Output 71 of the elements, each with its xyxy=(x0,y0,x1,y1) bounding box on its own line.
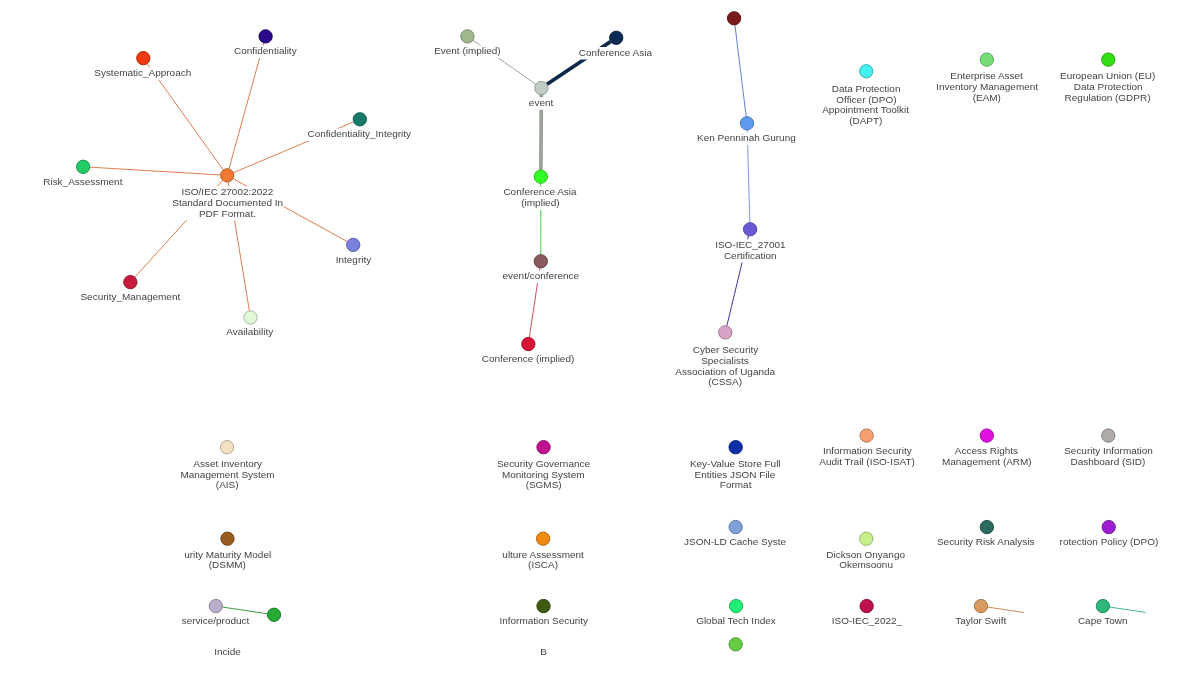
connector xyxy=(733,24,747,118)
node-circle xyxy=(122,274,137,290)
node-circle xyxy=(208,598,223,614)
node-label: Enterprise Asset Inventory Management (EAM) xyxy=(935,70,1038,103)
node-circle xyxy=(242,310,258,325)
node-circle xyxy=(858,64,873,79)
node-circle xyxy=(728,440,743,455)
node-text: Systematic_Approach xyxy=(93,67,191,79)
node-text: Confidentiality xyxy=(233,45,297,57)
node-label: Security Governance Monitoring System (SGMS) xyxy=(496,457,590,491)
node-label: ISO-IEC_2022_ xyxy=(831,615,902,627)
node-circle xyxy=(859,428,874,443)
connector xyxy=(146,63,224,171)
node-label: service/product xyxy=(181,615,249,627)
node-circle xyxy=(535,598,551,614)
node-circle xyxy=(535,440,551,455)
node-circle xyxy=(728,519,743,535)
node-label: Dickson Onyango Okemsoonu xyxy=(825,548,905,571)
connector xyxy=(228,42,264,170)
node-label: JSON-LD Cache Syste xyxy=(683,536,786,548)
node-label: urity Maturity Model (DSMM) xyxy=(183,548,271,571)
node-circle xyxy=(717,325,732,340)
node-label: Integrity xyxy=(335,253,371,265)
node-label: Cyber Security Specialists Association of Uganda (CSSA) xyxy=(674,343,775,388)
node-circle xyxy=(1100,52,1115,67)
node-label: rotection Policy (DPO) xyxy=(1059,536,1158,548)
node-label: Global Tech Index xyxy=(695,615,776,627)
node-circle xyxy=(979,52,994,67)
node-label: Data Protection Officer (DPO) Appointment Toolkit (DAPT) xyxy=(821,82,909,127)
node-label: Cape Town xyxy=(1077,615,1128,627)
node-label: Information Security Audit Trail (ISO-ISAT) xyxy=(818,445,915,468)
node-circle xyxy=(728,637,743,652)
node-circle xyxy=(75,159,90,174)
node-label: Security Information Dashboard (SID) xyxy=(1063,445,1153,468)
connector xyxy=(986,606,1024,613)
node-circle xyxy=(726,11,741,26)
connector xyxy=(1108,606,1146,613)
node-label: Risk_Assessment xyxy=(42,175,122,187)
node-label: Information Security xyxy=(498,615,588,627)
node-circle xyxy=(1095,598,1110,614)
node-circle xyxy=(345,237,360,253)
node-label: Conference (implied) xyxy=(481,353,574,365)
node-text: event/conference xyxy=(502,270,579,282)
node-circle xyxy=(219,440,234,455)
connector xyxy=(746,129,750,223)
node-label: ulture Assessment (ISCA) xyxy=(501,548,584,571)
label: B xyxy=(539,646,547,658)
node-circle xyxy=(973,598,988,614)
connector xyxy=(221,606,268,615)
node-circle xyxy=(520,336,535,352)
node-circle xyxy=(1100,428,1115,443)
node-label: Asset Inventory Management System (AIS) xyxy=(179,457,275,491)
node-label: Access Rights Management (ARM) xyxy=(941,445,1032,468)
node-label: Key-Value Store Full Entities JSON File Format xyxy=(689,457,781,491)
node-circle xyxy=(266,607,281,622)
node-circle xyxy=(219,531,235,546)
node-text: Ken Penninah Gurung xyxy=(696,132,796,144)
node-circle xyxy=(979,519,994,535)
connector xyxy=(89,166,221,176)
node-circle xyxy=(1101,519,1116,535)
node-circle xyxy=(859,598,874,614)
label: Incide xyxy=(213,646,241,658)
node-label: Availability xyxy=(225,326,273,338)
node-label: Security_Management xyxy=(79,291,180,303)
node-circle xyxy=(535,531,550,546)
node-label: Taylor Swift xyxy=(954,615,1006,627)
node-circle xyxy=(728,598,743,614)
node-circle xyxy=(858,531,873,546)
node-label: Security Risk Analysis xyxy=(936,536,1034,548)
node-label: European Union (EU) Data Protection Regulation (GDPR) xyxy=(1059,70,1155,103)
node-circle xyxy=(979,428,994,443)
